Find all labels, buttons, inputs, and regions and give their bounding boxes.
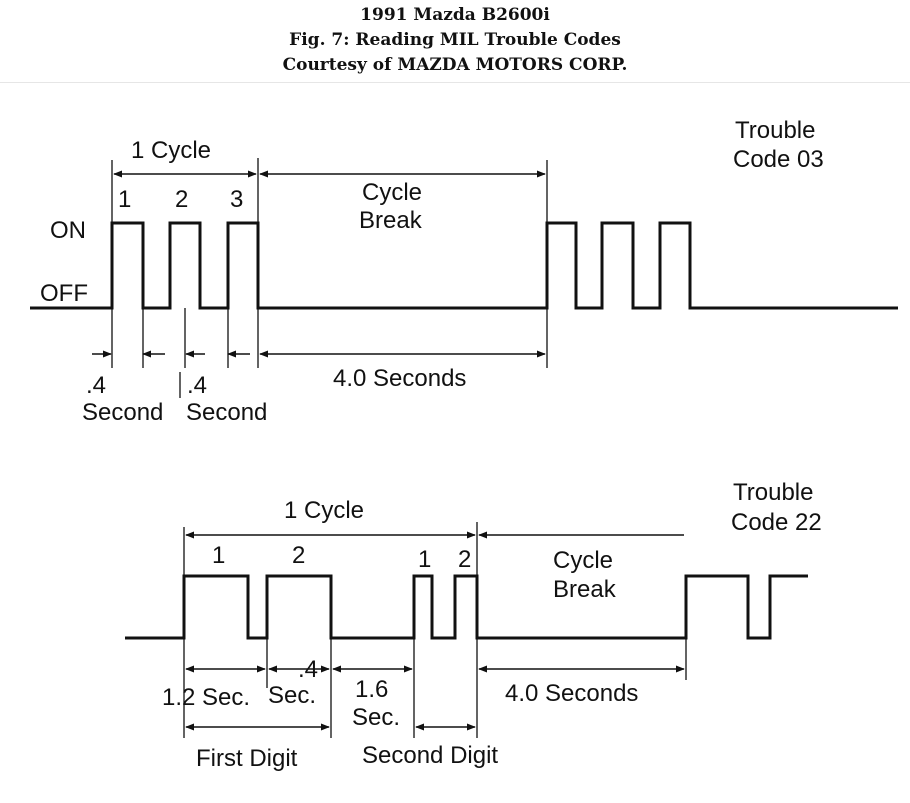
bottom-cycle-label: 1 Cycle [284, 497, 364, 524]
bottom-break-time-label: 4.0 Seconds [505, 680, 638, 707]
top-cycle-label: 1 Cycle [131, 137, 211, 164]
top-cycle-break-line1: Cycle [362, 179, 422, 206]
top-pulse-number-1: 1 [118, 186, 131, 213]
bottom-second-digit-number-1: 1 [418, 546, 431, 573]
bottom-first-digit-number-2: 2 [292, 542, 305, 569]
bottom-digit-gap-unit: Sec. [352, 704, 400, 731]
bottom-short-gap-value: .4 [298, 656, 318, 683]
first-digit-label: First Digit [196, 745, 298, 772]
top-gap-time-value: .4 [187, 372, 207, 399]
top-pulse-time-unit: Second [82, 399, 163, 426]
bottom-cycle-break-line2: Break [553, 576, 617, 603]
top-pulse-time-value: .4 [86, 372, 106, 399]
top-break-time-label: 4.0 Seconds [333, 365, 466, 392]
bottom-waveform-signal [125, 574, 808, 640]
bottom-second-digit-number-2: 2 [458, 546, 471, 573]
on-label: ON [50, 217, 86, 244]
second-digit-label: Second Digit [362, 742, 498, 769]
courtesy-line: Courtesy of MAZDA MOTORS CORP. [282, 55, 628, 75]
top-cycle-break-line2: Break [359, 207, 423, 234]
figure-title: Fig. 7: Reading MIL Trouble Codes [289, 30, 621, 50]
top-labels: Trouble Code 03 1 Cycle 1 2 3 ON OFF Cyc… [40, 117, 824, 426]
bottom-long-pulse-label: 1.2 Sec. [162, 684, 250, 711]
top-guide-lines [111, 158, 548, 398]
figure-header: 1991 Mazda B2600i Fig. 7: Reading MIL Tr… [0, 0, 910, 83]
bottom-short-gap-unit: Sec. [268, 682, 316, 709]
bottom-cycle-break-line1: Cycle [553, 547, 613, 574]
top-diagram [30, 158, 898, 398]
bottom-diagram [125, 522, 808, 738]
bottom-digit-gap-value: 1.6 [355, 676, 388, 703]
bottom-labels: Trouble Code 22 1 Cycle 1 2 1 2 Cycle Br… [162, 479, 822, 772]
bottom-trouble-label: Trouble [733, 479, 813, 506]
bottom-guide-lines [183, 522, 687, 738]
top-trouble-label: Trouble [735, 117, 815, 144]
top-waveform-signal [30, 221, 898, 310]
top-pulse-number-2: 2 [175, 186, 188, 213]
vehicle-title: 1991 Mazda B2600i [360, 5, 550, 25]
bottom-first-digit-number-1: 1 [212, 542, 225, 569]
off-label: OFF [40, 280, 88, 307]
top-pulse-number-3: 3 [230, 186, 243, 213]
bottom-code-label: Code 22 [731, 509, 822, 536]
top-code-label: Code 03 [733, 146, 824, 173]
top-gap-time-unit: Second [186, 399, 267, 426]
